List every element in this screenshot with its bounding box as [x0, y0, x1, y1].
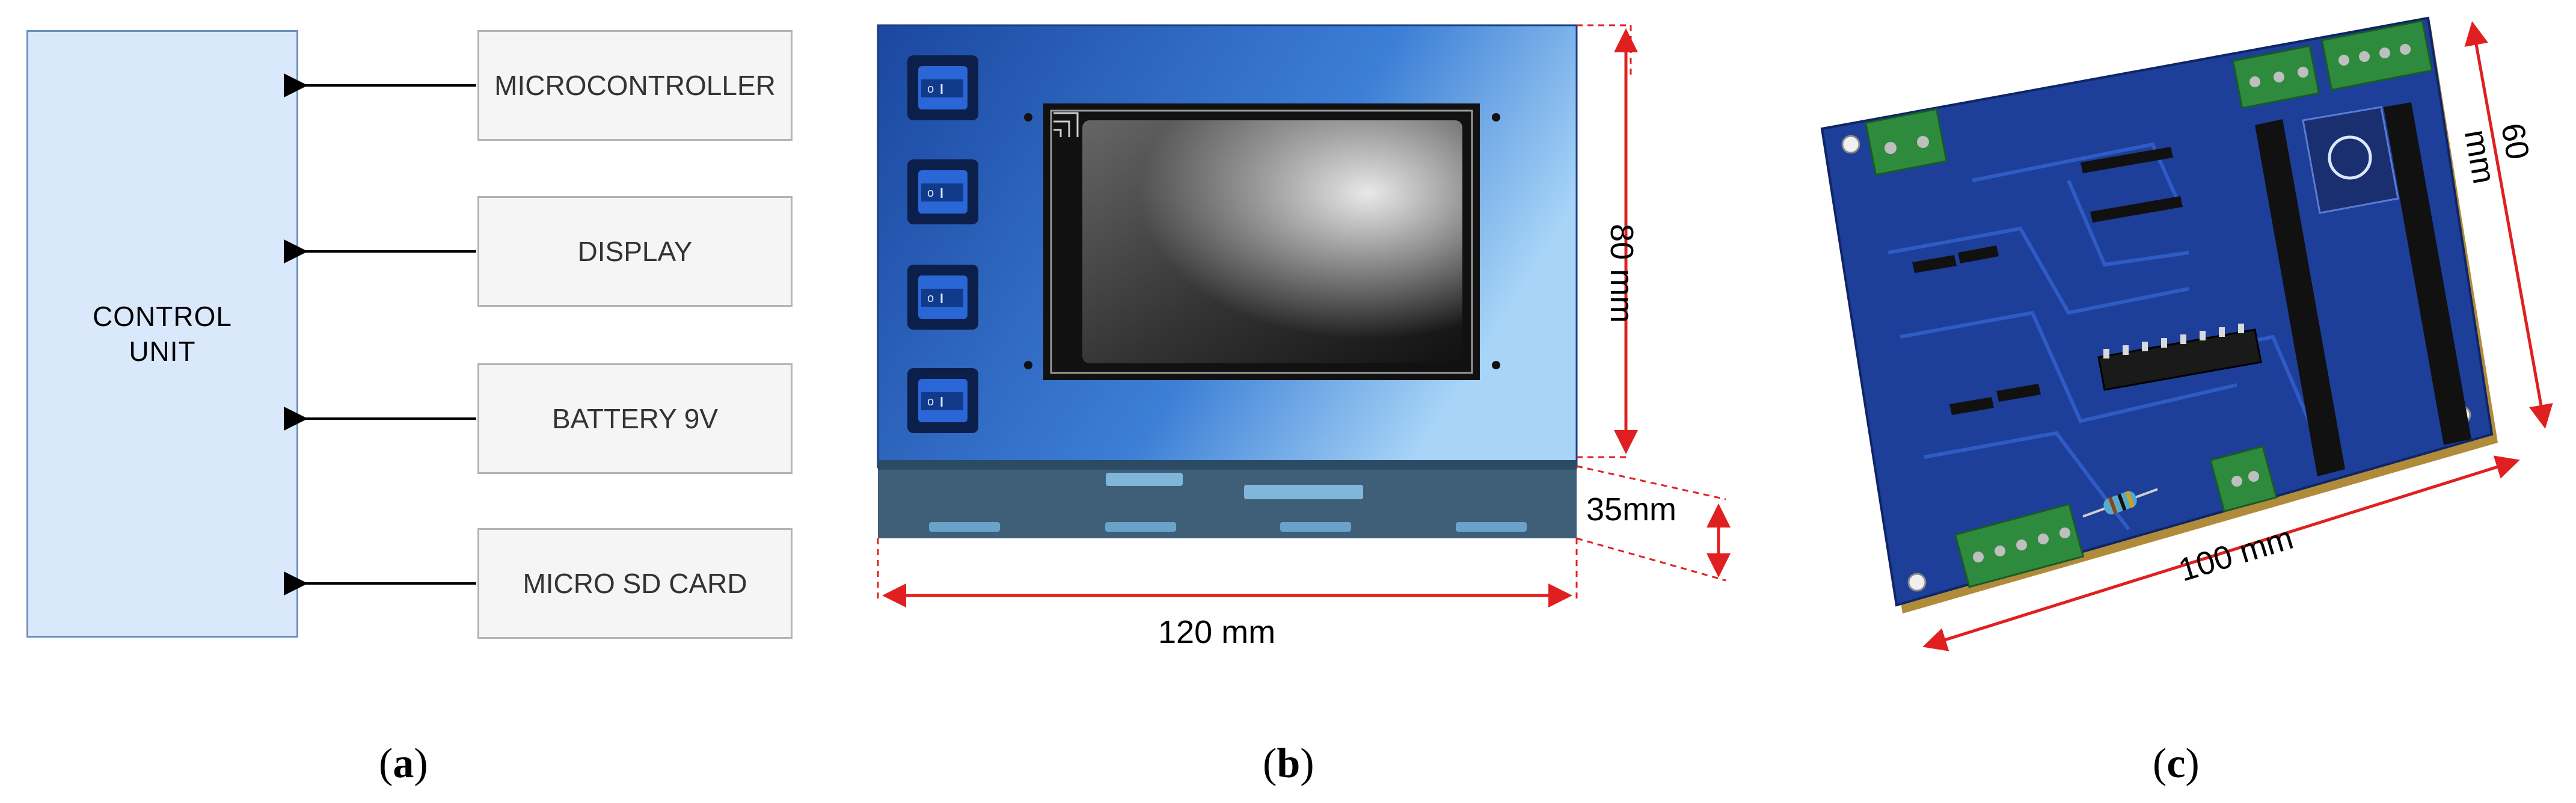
battery-block: BATTERY 9V: [477, 363, 793, 474]
micro-sd-card-block: MICRO SD CARD: [477, 528, 793, 639]
pcb-height-dimension-line: [2464, 21, 2553, 429]
base-slot: [1105, 522, 1176, 532]
switch-1: o: [907, 55, 978, 120]
svg-text:o: o: [927, 82, 934, 96]
caption-a: (a): [379, 740, 428, 787]
svg-text:o: o: [927, 186, 934, 200]
mount-dot: [1492, 113, 1500, 122]
control-unit-label: CONTROL UNIT: [93, 301, 232, 367]
switch-4: o: [907, 368, 978, 433]
svg-text:o: o: [927, 395, 934, 408]
base-slot: [1244, 485, 1363, 499]
small-header: [1958, 245, 1999, 263]
panel-c-pcb: 60 mm 100 mm (c): [1816, 0, 2576, 803]
small-header: [1996, 384, 2041, 402]
depth-dimension-label: 35mm: [1586, 491, 1677, 528]
terminal-block-top-right: [2320, 19, 2433, 91]
nodemcu-header-left: [2255, 119, 2345, 476]
esp-module: [2302, 106, 2399, 214]
terminal-block-top-left: [2231, 45, 2320, 109]
small-header: [2090, 196, 2183, 223]
caption-b: (b): [1263, 740, 1314, 787]
base-slot: [1106, 473, 1183, 486]
display-label: DISPLAY: [577, 236, 693, 267]
pcb-illustration: [1820, 16, 2553, 651]
panel-a-arrows: [284, 73, 476, 595]
terminal-block-battery: [1864, 108, 1948, 176]
small-header: [1912, 255, 1957, 273]
switch-3: o: [907, 265, 978, 330]
small-header: [2081, 147, 2173, 173]
svg-text:o: o: [927, 292, 934, 305]
microcontroller-label: MICROCONTROLLER: [494, 70, 776, 101]
height-dimension-label: 80 mm: [1604, 224, 1640, 324]
micro-sd-card-label: MICRO SD CARD: [523, 568, 747, 599]
mount-dot: [1492, 361, 1500, 369]
microcontroller-block: MICROCONTROLLER: [477, 30, 793, 141]
panel-b-device-enclosure: o o o o: [830, 0, 1816, 803]
mount-hole: [1841, 135, 1860, 154]
mount-dot: [1024, 113, 1032, 122]
base-slot: [929, 522, 1000, 532]
control-unit-block: CONTROL UNIT: [26, 30, 298, 638]
mount-dot: [1024, 361, 1032, 369]
mount-hole: [1907, 573, 1927, 592]
device-illustration: o o o o: [877, 24, 1731, 608]
nodemcu-header-right: [2384, 102, 2471, 445]
switch-2: o: [907, 159, 978, 224]
ic-pins: [2103, 324, 2244, 358]
small-header: [1949, 397, 1994, 415]
display-block: DISPLAY: [477, 196, 793, 307]
caption-c: (c): [2153, 740, 2200, 787]
panel-a-block-diagram: CONTROL UNIT MICROCONTROLLER DISPLAY BAT…: [0, 0, 830, 803]
pcb-width-dimension-line: [1922, 455, 2520, 651]
battery-label: BATTERY 9V: [551, 403, 719, 434]
base-slot: [1456, 522, 1527, 532]
base-slot: [1280, 522, 1351, 532]
espressif-logo: [2328, 135, 2372, 180]
width-dimension-label: 120 mm: [1158, 614, 1276, 650]
